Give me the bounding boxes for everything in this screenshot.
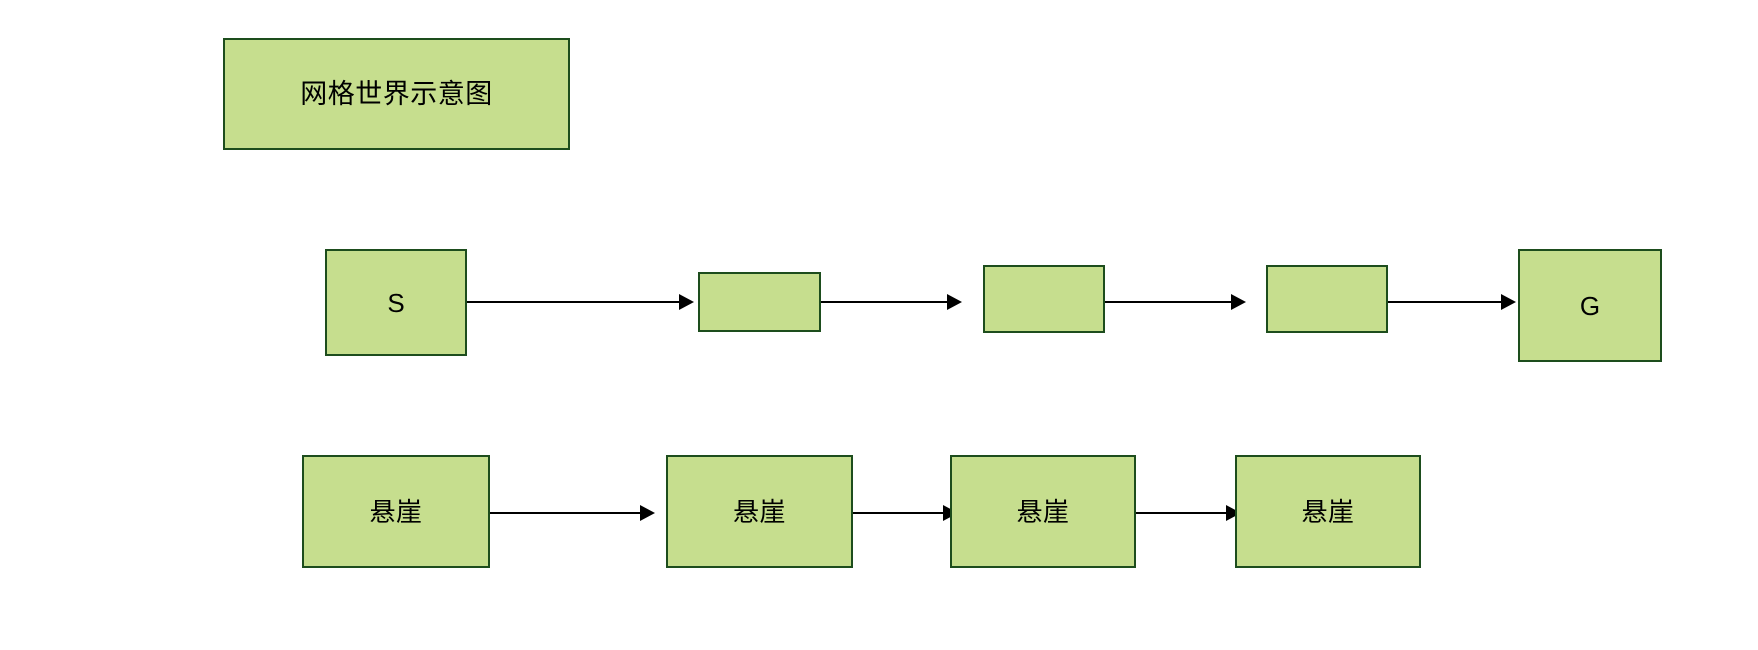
- path-edge-2: [821, 301, 947, 303]
- path-edge-4: [1388, 301, 1501, 303]
- path-node-4[interactable]: [1266, 265, 1388, 333]
- path-node-3[interactable]: [983, 265, 1105, 333]
- cliff-node-4[interactable]: 悬崖: [1235, 455, 1421, 568]
- path-edge-2-arrowhead: [947, 294, 962, 310]
- path-node-goal[interactable]: G: [1518, 249, 1662, 362]
- path-node-goal-label: G: [1579, 290, 1601, 321]
- cliff-node-2-label: 悬崖: [732, 496, 786, 527]
- cliff-node-3[interactable]: 悬崖: [950, 455, 1136, 568]
- path-node-start[interactable]: S: [325, 249, 467, 356]
- path-edge-1-arrowhead: [679, 294, 694, 310]
- cliff-node-2[interactable]: 悬崖: [666, 455, 853, 568]
- path-node-2[interactable]: [698, 272, 821, 332]
- title-box[interactable]: 网格世界示意图: [223, 38, 570, 150]
- path-edge-1: [467, 301, 679, 303]
- path-node-start-label: S: [387, 287, 405, 318]
- cliff-edge-3: [1136, 512, 1226, 514]
- title-box-label: 网格世界示意图: [300, 78, 493, 109]
- cliff-node-3-label: 悬崖: [1016, 496, 1070, 527]
- cliff-edge-2: [853, 512, 943, 514]
- cliff-node-1[interactable]: 悬崖: [302, 455, 490, 568]
- cliff-edge-1-arrowhead: [640, 505, 655, 521]
- path-edge-3-arrowhead: [1231, 294, 1246, 310]
- path-edge-3: [1105, 301, 1231, 303]
- path-edge-4-arrowhead: [1501, 294, 1516, 310]
- cliff-node-4-label: 悬崖: [1301, 496, 1355, 527]
- cliff-edge-1: [490, 512, 640, 514]
- cliff-node-1-label: 悬崖: [369, 496, 423, 527]
